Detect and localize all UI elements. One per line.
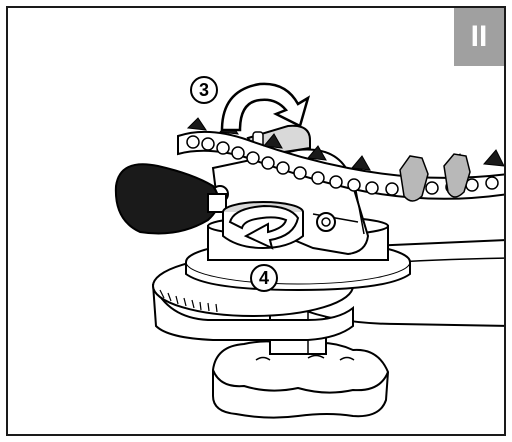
callout-4: 4 [251,265,277,291]
figure-frame: II [6,6,506,436]
callout-3-label: 3 [199,80,209,100]
clamp-knob [116,164,226,233]
callout-4-label: 4 [259,268,269,288]
rotate-arrow [222,84,308,130]
sharpener-illustration: 3 4 [8,8,506,436]
callout-3: 3 [191,77,217,103]
